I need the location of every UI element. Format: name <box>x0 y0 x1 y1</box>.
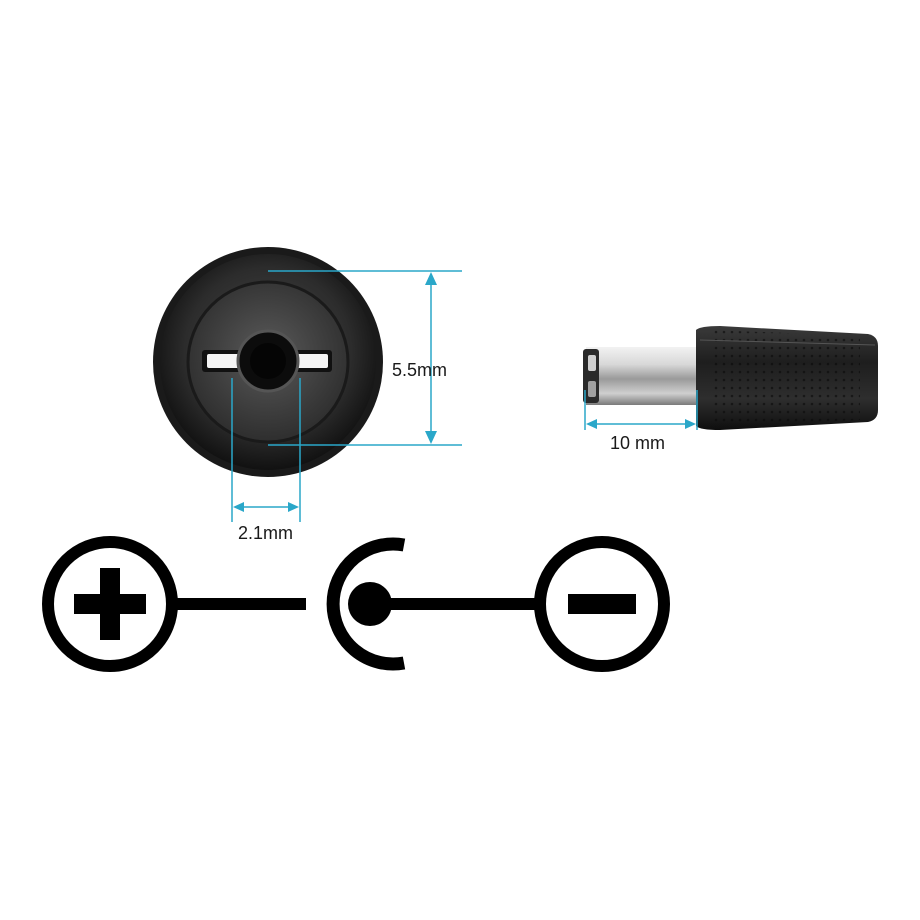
plug-grip-texture <box>712 330 860 426</box>
arrow-up-icon <box>425 272 437 285</box>
arrow-right-icon <box>685 419 696 429</box>
arrow-left-icon <box>586 419 597 429</box>
plug-front-view: 5.5mm 2.1mm <box>153 247 462 543</box>
center-pin-icon <box>326 537 406 671</box>
plug-tip-highlight <box>588 355 596 371</box>
plus-icon <box>42 536 178 672</box>
plug-metal-sleeve <box>586 347 700 405</box>
inner-diameter-label: 2.1mm <box>238 523 293 543</box>
plug-slot-right-contact <box>292 354 328 368</box>
inner-diameter-dimension: 2.1mm <box>231 378 301 543</box>
arrow-left-icon <box>233 502 244 512</box>
plug-tip-shadow <box>588 381 596 397</box>
plug-body-highlight <box>699 339 876 346</box>
arrow-right-icon <box>288 502 299 512</box>
arrow-down-icon <box>425 431 437 444</box>
length-dimension: 10 mm <box>584 390 698 453</box>
length-label: 10 mm <box>610 433 665 453</box>
polarity-symbol <box>42 536 670 672</box>
plug-center-pin-hole <box>250 343 286 379</box>
outer-diameter-label: 5.5mm <box>392 360 447 380</box>
minus-icon <box>534 536 670 672</box>
plug-side-view: 10 mm <box>583 326 878 453</box>
plug-slot-left-contact <box>207 354 243 368</box>
